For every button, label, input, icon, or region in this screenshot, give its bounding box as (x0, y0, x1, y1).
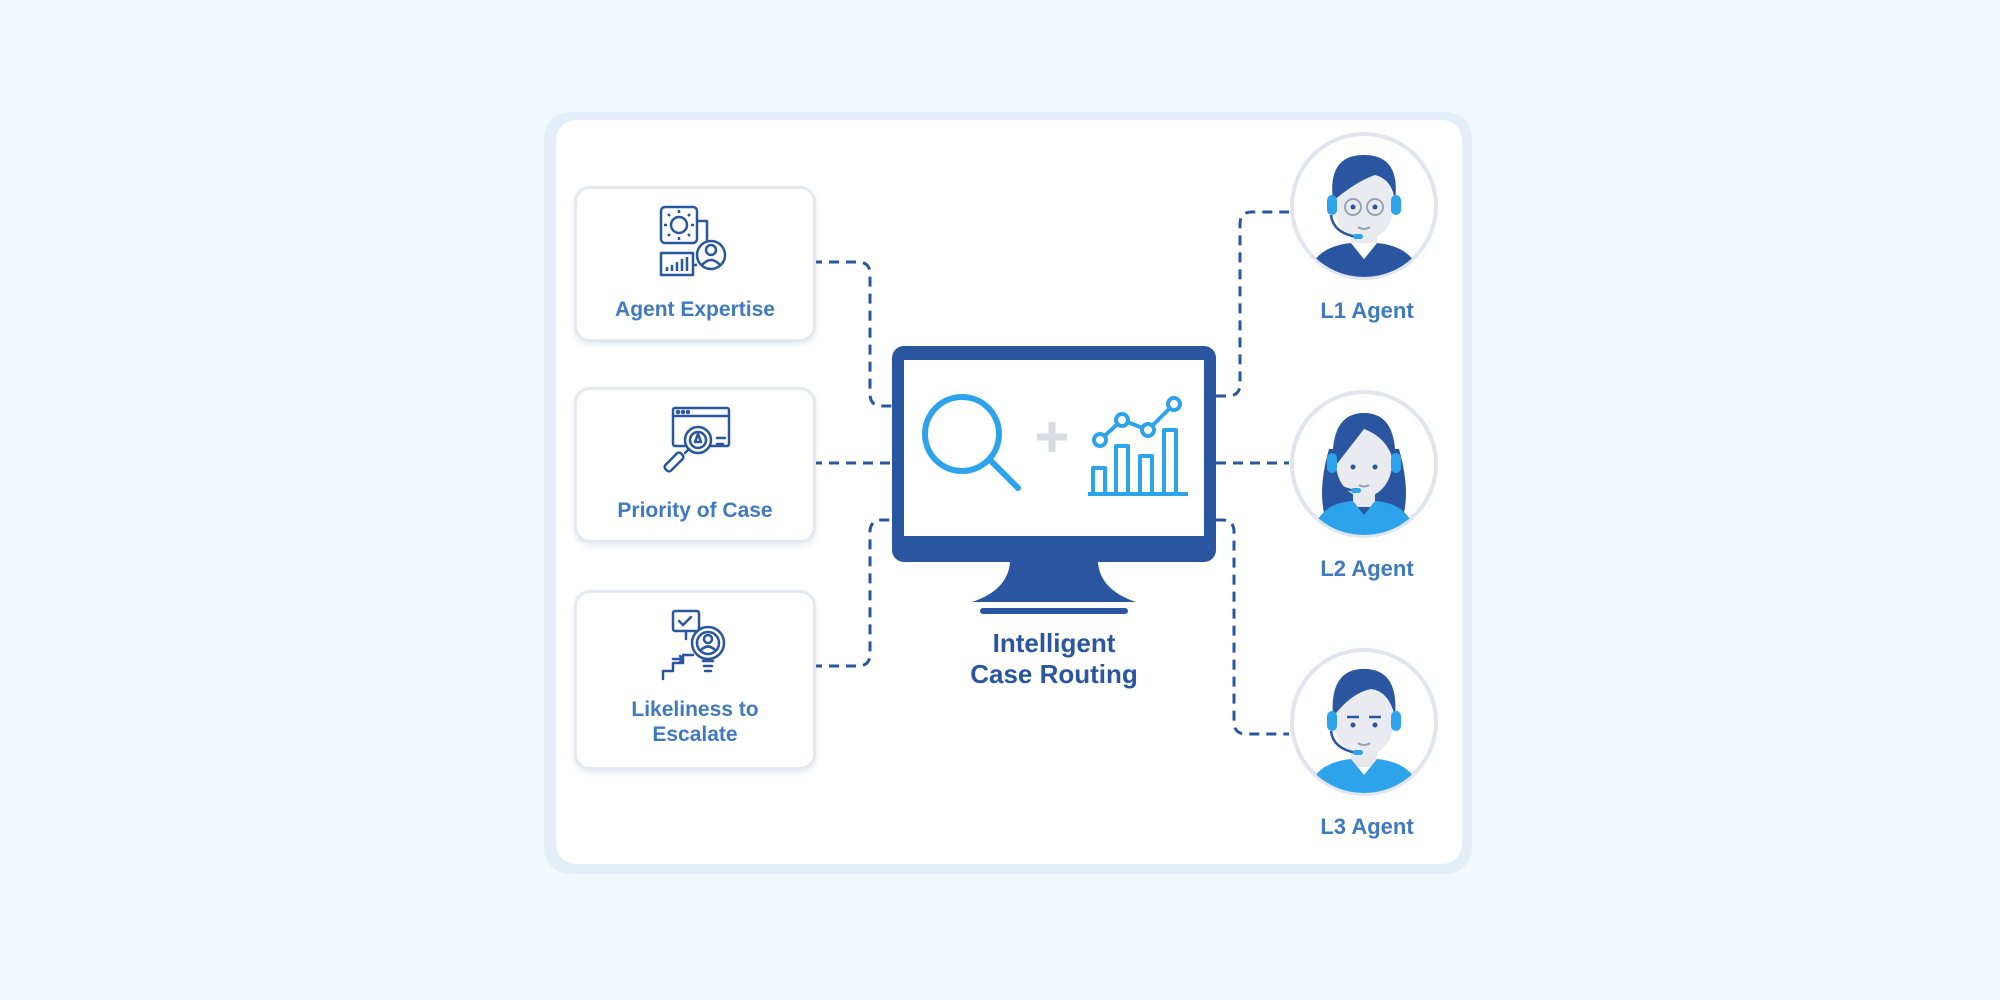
agent-label: L3 Agent (1284, 814, 1450, 840)
male-agent-headset-icon (1289, 131, 1439, 281)
agent-expertise-icon (577, 203, 813, 281)
center-title-line1: Intelligent (892, 628, 1216, 659)
factor-card-agent-expertise: Agent Expertise (574, 186, 816, 342)
connector-agent-expertise (812, 262, 892, 406)
factor-label: Priority of Case (577, 498, 813, 523)
center-title-line2: Case Routing (892, 659, 1216, 690)
connector-l3-agent (1216, 520, 1289, 734)
priority-of-case-icon (577, 404, 813, 482)
factor-card-priority-of-case: Priority of Case (574, 387, 816, 543)
connector-likeliness-to-escalate (812, 520, 892, 666)
female-agent-headset-icon (1289, 389, 1439, 539)
connector-l1-agent (1216, 212, 1289, 396)
male-agent-headset-icon (1289, 647, 1439, 797)
monitor-icon (892, 346, 1216, 618)
likeliness-to-escalate-icon (577, 607, 813, 685)
factor-card-likeliness-to-escalate: Likeliness to Escalate (574, 590, 816, 770)
agent-label: L2 Agent (1284, 556, 1450, 582)
factor-label: Agent Expertise (577, 297, 813, 322)
factor-label: Likeliness to Escalate (577, 697, 813, 747)
factor-label-text: Likeliness to Escalate (610, 697, 780, 747)
agent-label: L1 Agent (1284, 298, 1450, 324)
center-title: Intelligent Case Routing (892, 628, 1216, 690)
